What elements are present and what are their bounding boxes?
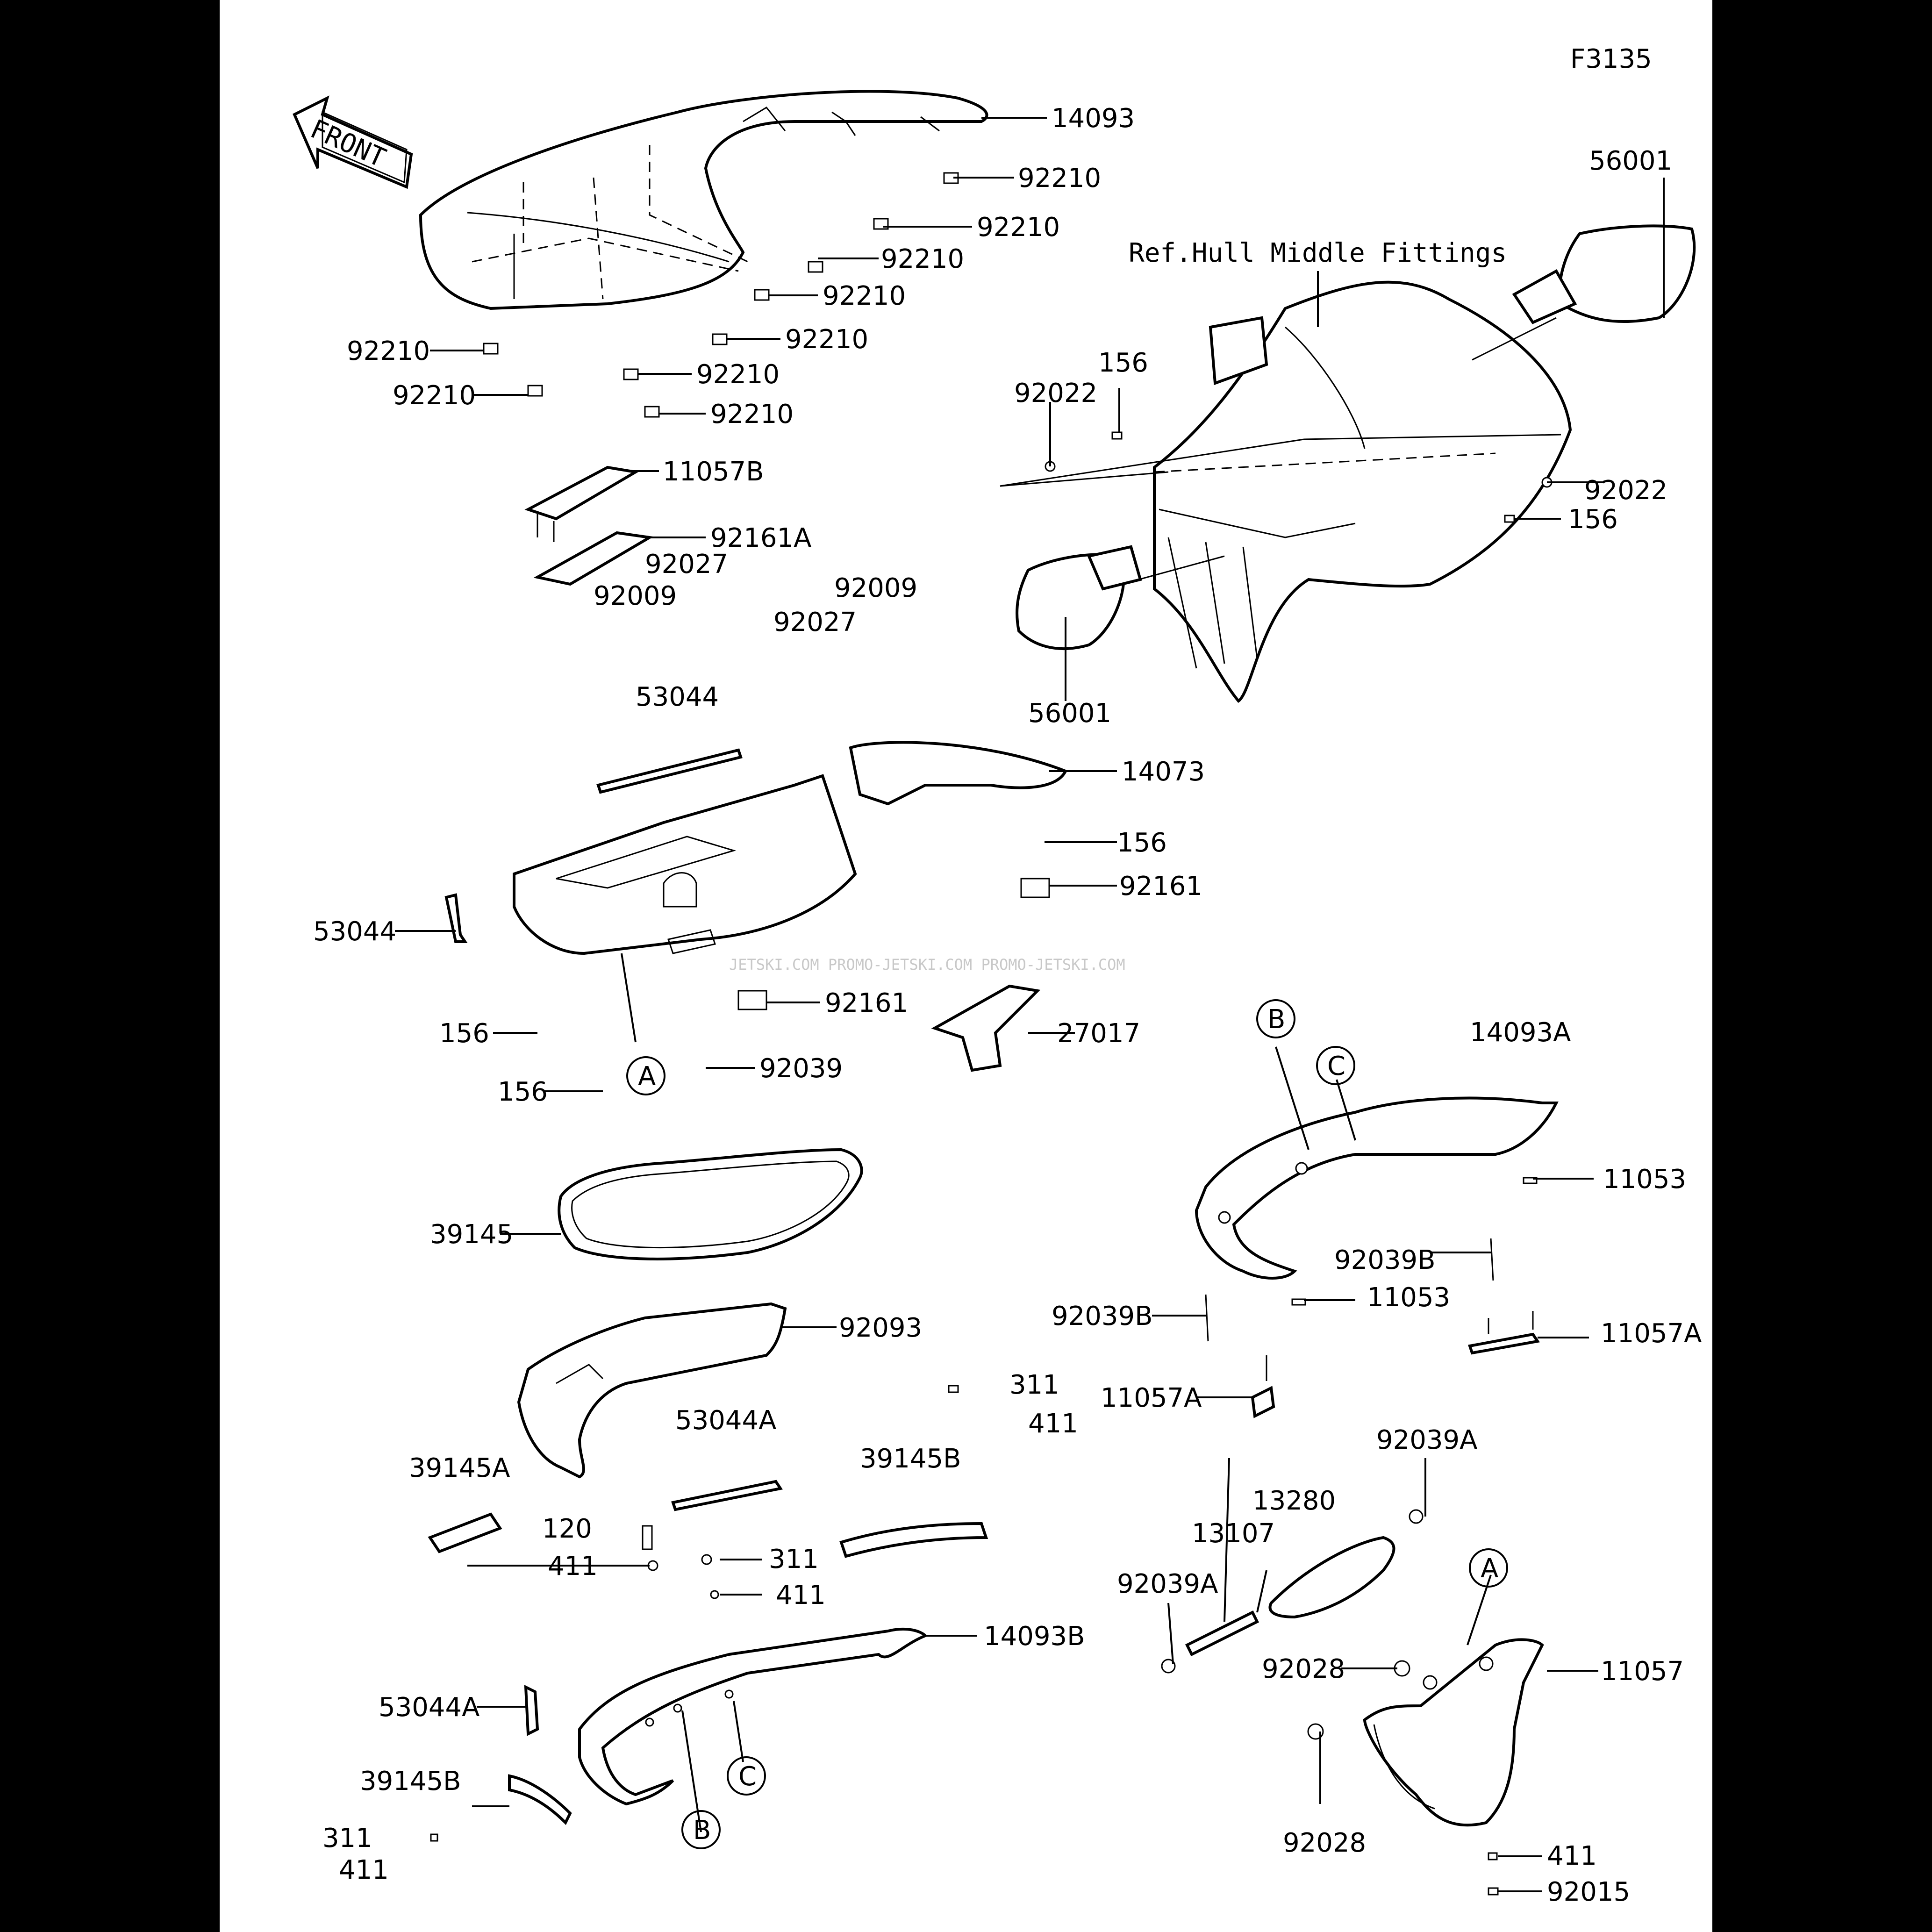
part-label: 92039A	[1117, 1569, 1218, 1599]
part-label: 92210	[347, 336, 430, 366]
callout-b-bottom: B	[693, 1815, 711, 1846]
callout-c-top: C	[1327, 1051, 1345, 1081]
part-label: 92027	[773, 607, 857, 637]
strips-53044	[444, 748, 743, 943]
part-label: 92009	[834, 573, 917, 603]
part-label: 56001	[1589, 146, 1672, 176]
part-label: 14093	[1052, 103, 1135, 134]
part-label: 14093A	[1470, 1017, 1571, 1048]
part-label: 92210	[1018, 163, 1101, 193]
plate-11057b	[524, 465, 654, 586]
part-label: 92039B	[1334, 1245, 1436, 1275]
part-label: 92039B	[1052, 1301, 1153, 1331]
part-label: 92028	[1283, 1828, 1366, 1858]
part-label: 156	[1117, 828, 1167, 858]
part-label: 92210	[696, 359, 780, 390]
part-label: 14093B	[984, 1621, 1085, 1652]
part-label: 92210	[823, 281, 906, 311]
handle-11057	[1363, 1638, 1544, 1896]
part-label: 411	[1547, 1841, 1597, 1871]
bracket-14093b	[578, 1627, 928, 1806]
part-label: 156	[1098, 348, 1148, 378]
part-label: 411	[339, 1855, 389, 1885]
part-labels: 14093 92210 92210 92210 92210 92210 9221…	[313, 103, 1702, 1907]
front-arrow: FRONT	[293, 95, 413, 189]
part-label: 14073	[1122, 757, 1205, 787]
part-label: 39145A	[409, 1453, 510, 1483]
strips-lower	[428, 1480, 988, 1825]
part-label: 39145B	[360, 1766, 461, 1796]
part-label: 156	[498, 1077, 548, 1107]
callout-b-top: B	[1267, 1004, 1285, 1035]
foam-block-92093	[517, 1302, 787, 1479]
part-label: 92210	[393, 380, 476, 411]
part-label: 156	[439, 1018, 489, 1049]
part-label: 92093	[839, 1313, 922, 1343]
part-label: 92022	[1584, 475, 1667, 506]
callout-a-bottom: A	[1481, 1553, 1498, 1584]
part-label: 11057A	[1101, 1383, 1202, 1413]
part-label: 11057A	[1601, 1318, 1702, 1349]
part-label: 27017	[1057, 1018, 1140, 1049]
part-label: 11053	[1603, 1164, 1686, 1195]
part-label: 53044A	[379, 1692, 479, 1723]
part-label: 39145	[430, 1219, 513, 1250]
part-label: 92027	[645, 549, 728, 580]
part-label: 311	[769, 1544, 819, 1574]
part-label: 92015	[1547, 1877, 1630, 1907]
part-label: 13280	[1252, 1486, 1336, 1516]
hull-middle-fittings	[1000, 224, 1696, 703]
part-label: 39145B	[860, 1444, 961, 1474]
part-label: 411	[548, 1551, 598, 1581]
callouts: A B C C B A	[626, 999, 1508, 1849]
part-label: 120	[542, 1514, 592, 1544]
part-label: 92210	[785, 324, 868, 355]
part-label: 92210	[881, 244, 964, 274]
callout-c-bottom: C	[738, 1761, 757, 1792]
part-label: 92161A	[710, 523, 811, 553]
reference-note: Ref.Hull Middle Fittings	[1129, 238, 1507, 268]
small-hardware	[430, 1385, 959, 1842]
seal-39145	[558, 1148, 863, 1260]
bracket-14093a	[1195, 1096, 1559, 1280]
part-label: 311	[322, 1823, 372, 1853]
watermark: JETSKI.COM PROMO-JETSKI.COM PROMO-JETSKI…	[729, 956, 1125, 973]
part-label: 53044	[313, 916, 396, 947]
part-label: 92161	[825, 988, 908, 1018]
part-label: 311	[1009, 1370, 1059, 1400]
part-label: 92022	[1014, 378, 1097, 408]
part-label: 411	[1028, 1409, 1078, 1439]
part-label: 11057	[1601, 1656, 1684, 1687]
figure-code: F3135	[1570, 44, 1652, 74]
part-label: 156	[1568, 504, 1618, 535]
leader-lines	[395, 117, 1665, 1892]
part-label: 92161	[1119, 871, 1202, 902]
part-label: 53044A	[675, 1405, 776, 1436]
part-label: 92210	[710, 399, 794, 429]
part-label: 13107	[1192, 1518, 1275, 1549]
part-label: 92039A	[1376, 1425, 1477, 1455]
part-label: 53044	[636, 682, 719, 712]
storage-tray	[513, 741, 1068, 955]
plates-11057a	[1205, 1177, 1540, 1418]
part-label: 92009	[594, 581, 677, 611]
part-label: 92039	[759, 1053, 843, 1084]
latch-assembly-13280	[1161, 1509, 1424, 1740]
deck-cover-14093	[419, 90, 988, 310]
part-label: 11057B	[663, 457, 764, 487]
part-label: 92210	[977, 212, 1060, 243]
latch-27017	[737, 878, 1050, 1072]
part-label: 56001	[1028, 698, 1111, 729]
callout-a-top: A	[638, 1061, 656, 1092]
part-label: 11053	[1367, 1282, 1450, 1313]
part-label: 92028	[1262, 1654, 1345, 1684]
part-label: 411	[776, 1580, 826, 1610]
